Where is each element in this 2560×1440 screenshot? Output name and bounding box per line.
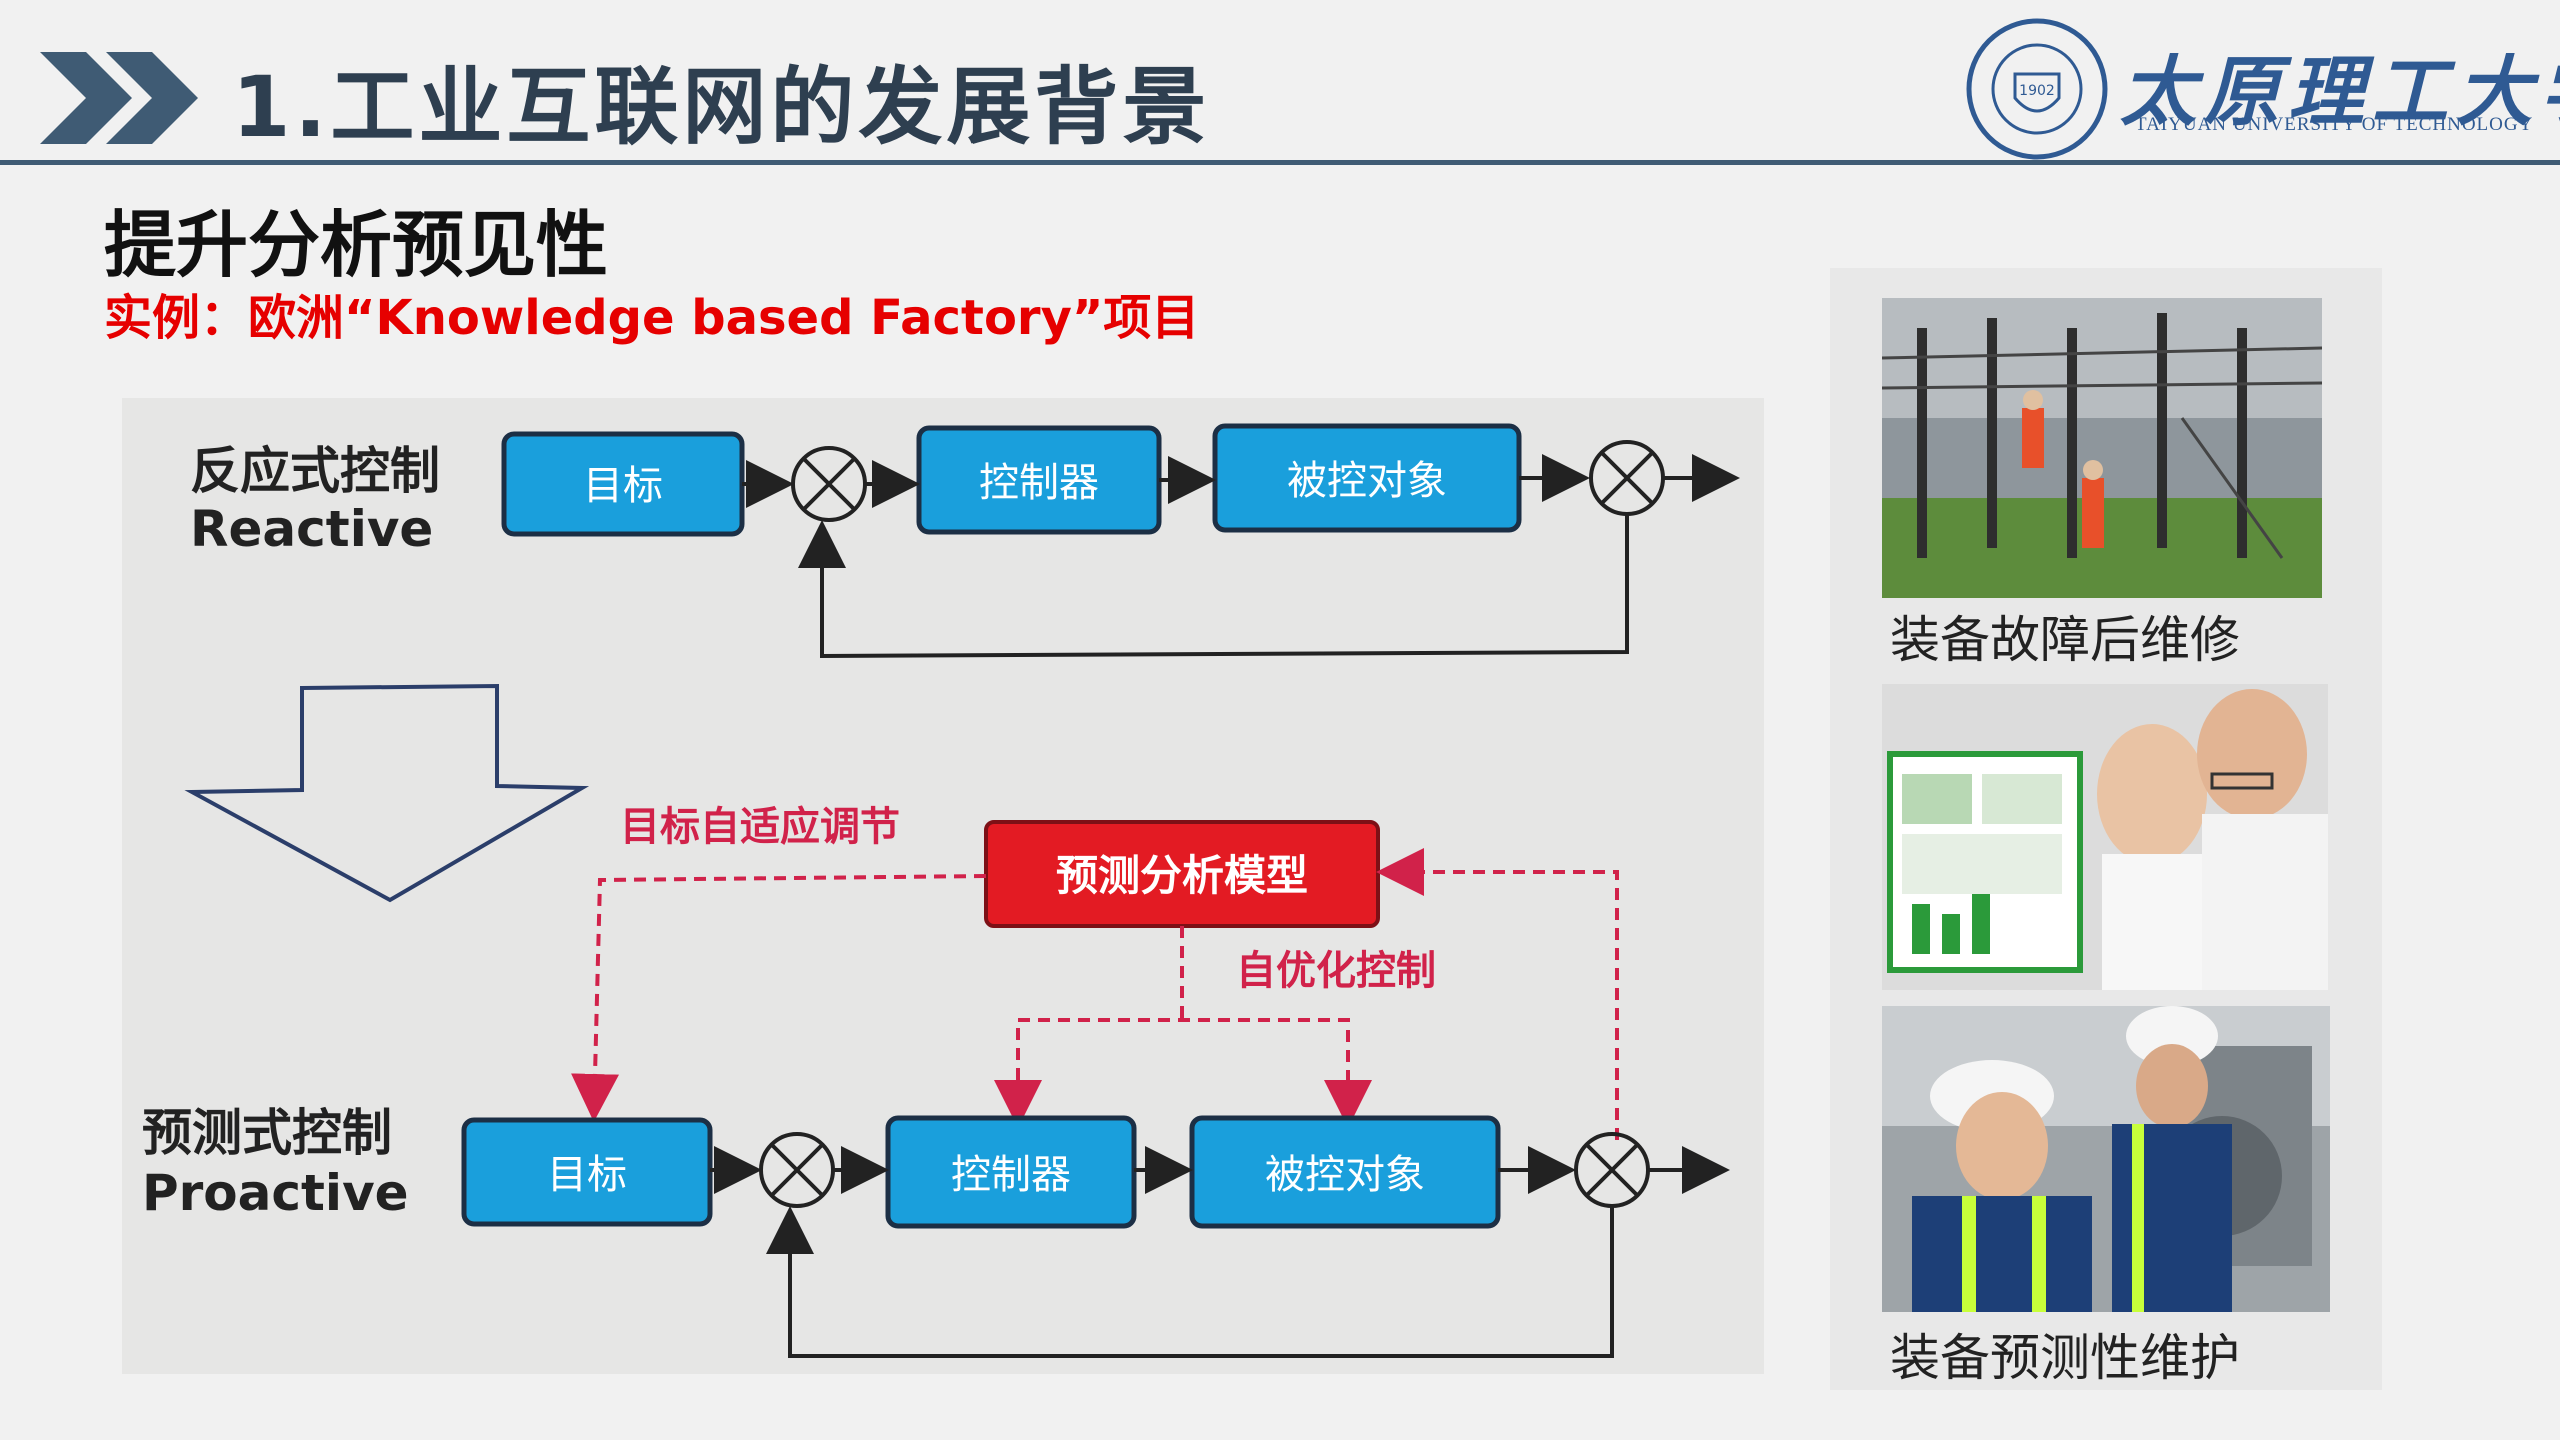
maintenance-photo xyxy=(1882,1006,2330,1312)
photo-caption-3: 装备预测性维护 xyxy=(1890,1329,2240,1387)
svg-text:控制器: 控制器 xyxy=(951,1152,1071,1198)
svg-text:目标: 目标 xyxy=(583,463,663,509)
reactive-summing-junction-2 xyxy=(1589,440,1665,516)
proactive-label-cn: 预测式控制 xyxy=(142,1104,392,1162)
reactive-summing-junction-1 xyxy=(791,446,867,522)
svg-text:预测分析模型: 预测分析模型 xyxy=(1056,851,1308,900)
svg-text:被控对象: 被控对象 xyxy=(1265,1152,1425,1198)
svg-text:被控对象: 被控对象 xyxy=(1287,458,1447,504)
proactive-target-box: 目标 xyxy=(461,1117,713,1227)
photo-panel: 装备故障后维修 装备预测性维护 xyxy=(1830,268,2382,1390)
repair-photo xyxy=(1882,298,2322,598)
university-seal-icon: 1902 xyxy=(1966,18,2108,160)
university-name-en: TAIYUAN UNIVERSITY OF TECHNOLOGY xyxy=(2135,114,2534,135)
proactive-controller-box: 控制器 xyxy=(885,1115,1137,1229)
reactive-target-box: 目标 xyxy=(501,431,745,537)
analysis-photo xyxy=(1882,684,2328,990)
reactive-plant-box: 被控对象 xyxy=(1212,423,1522,533)
svg-text:控制器: 控制器 xyxy=(979,460,1099,506)
reactive-label-en: Reactive xyxy=(190,500,433,558)
example-caption: 实例：欧洲“Knowledge based Factory”项目 xyxy=(104,290,1200,346)
proactive-plant-box: 被控对象 xyxy=(1189,1115,1501,1229)
proactive-label-en: Proactive xyxy=(142,1164,409,1222)
photo-caption-1: 装备故障后维修 xyxy=(1890,611,2240,669)
control-diagram: 反应式控制 Reactive 目标 控制器 被控对象 xyxy=(122,398,1764,1374)
svg-text:目标: 目标 xyxy=(547,1152,627,1198)
section-subtitle: 提升分析预见性 xyxy=(104,203,609,287)
reactive-controller-box: 控制器 xyxy=(916,425,1162,535)
double-chevron-icon xyxy=(40,52,198,144)
prediction-model-box: 预测分析模型 xyxy=(984,820,1380,928)
university-name-cn: 太原理工大学 xyxy=(2120,47,2560,136)
transition-arrow xyxy=(184,683,590,903)
label-adaptive: 目标自适应调节 xyxy=(620,804,900,850)
page-title: 1.工业互联网的发展背景 xyxy=(232,58,1211,156)
svg-text:1902: 1902 xyxy=(2019,83,2055,99)
proactive-summing-junction-2 xyxy=(1574,1132,1650,1208)
proactive-summing-junction-1 xyxy=(759,1132,835,1208)
label-self-optimize: 自优化控制 xyxy=(1236,948,1436,994)
reactive-label-cn: 反应式控制 xyxy=(190,442,440,500)
header-divider xyxy=(0,160,2560,165)
